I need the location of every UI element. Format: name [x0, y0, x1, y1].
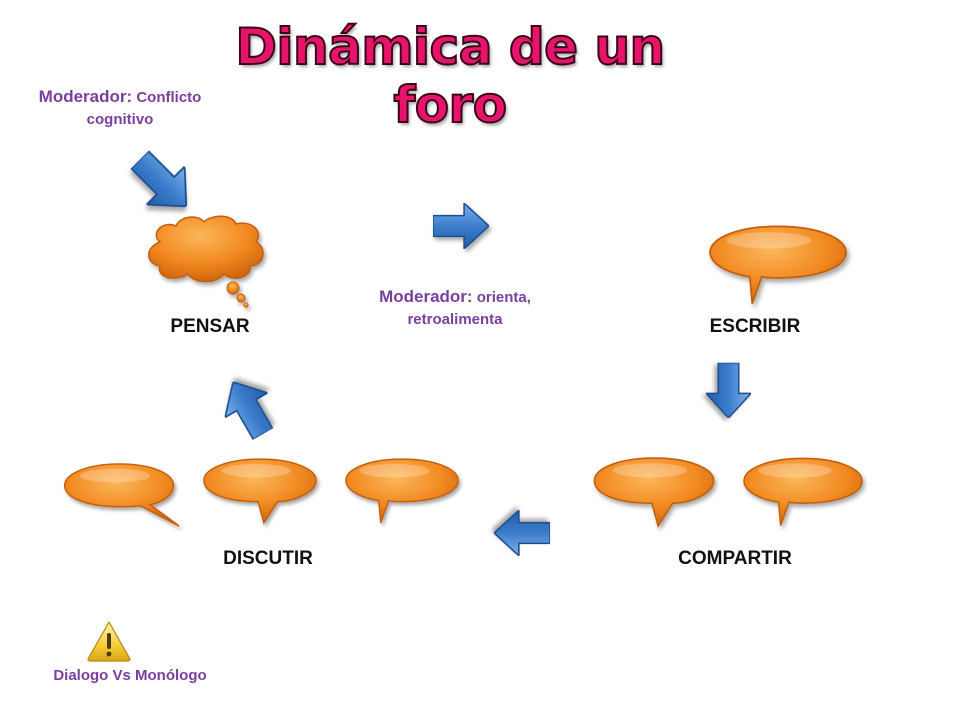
speech-bubble-icon — [593, 457, 715, 527]
speech-bubble-icon — [63, 463, 180, 527]
speech-bubble-icon — [709, 225, 847, 305]
moderator-center-label: Moderador: orienta, retroalimenta — [340, 286, 570, 331]
stage-escribir: ESCRIBIR — [709, 316, 801, 337]
arrow-icon — [706, 362, 751, 418]
arrow-icon — [433, 203, 489, 249]
speech-bubble-icon — [743, 457, 863, 527]
moderator-center-prefix: Moderador: — [379, 287, 473, 306]
thought-bubble-icon — [148, 215, 264, 308]
stage-discutir: DISCUTIR — [223, 548, 313, 569]
page-title: Dinámica de un foro — [234, 17, 666, 135]
speech-bubble-icon — [345, 458, 459, 524]
moderator-top-text: Conflicto cognitivo — [86, 89, 202, 128]
stage-pensar: PENSAR — [170, 316, 250, 337]
warning-icon — [87, 621, 131, 662]
stage-compartir: COMPARTIR — [678, 548, 792, 569]
moderator-top-prefix: Moderador: — [38, 87, 133, 106]
arrow-icon — [120, 140, 206, 226]
moderator-top-label: Moderador: Conflicto cognitivo — [10, 86, 230, 131]
moderator-center-text: orienta, retroalimenta — [407, 289, 531, 328]
arrow-icon — [494, 510, 550, 556]
dialog-vs-monologue-note: Dialogo Vs Monólogo — [53, 667, 207, 684]
arrow-icon — [211, 369, 285, 447]
speech-bubble-icon — [203, 458, 317, 524]
